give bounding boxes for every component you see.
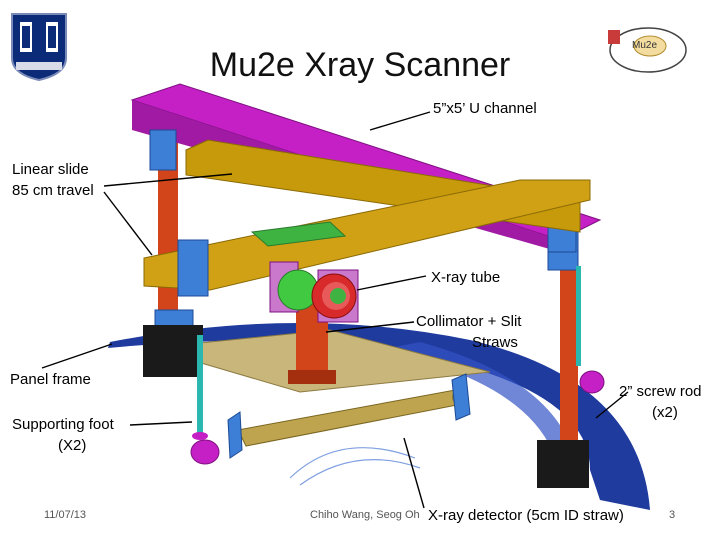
label-supporting-foot-count: (X2): [58, 437, 87, 454]
right-back-column: [560, 255, 578, 440]
label-screw-rod-count: (x2): [652, 404, 678, 421]
leader-lines: [41, 111, 629, 509]
label-screw-rod: 2” screw rod: [619, 383, 702, 400]
label-xray-detector: X-ray detector (5cm ID straw): [428, 507, 624, 524]
label-collimator: Collimator + Slit: [416, 313, 522, 330]
footer-date: 11/07/13: [44, 509, 87, 521]
label-panel-frame: Panel frame: [10, 371, 91, 388]
label-straws: Straws: [472, 334, 518, 351]
support-rod-left: [197, 335, 203, 435]
label-u-channel: 5”x5’ U channel: [433, 100, 537, 117]
university-shield-logo: [11, 13, 67, 82]
footer-authors: Chiho Wang, Seog Oh: [310, 509, 420, 521]
mu2e-logo-text: Mu2e: [632, 40, 658, 51]
label-linear-slide: Linear slide: [12, 161, 89, 178]
slide-title: Mu2e Xray Scanner: [209, 46, 511, 84]
label-linear-slide-travel: 85 cm travel: [12, 182, 94, 199]
screw-rod-right: [576, 266, 581, 366]
xray-tube-assembly: [269, 261, 359, 323]
label-supporting-foot: Supporting foot: [12, 416, 114, 433]
footer-page-number: 3: [669, 509, 676, 521]
xray-detector-straw: [227, 373, 471, 459]
label-xray-tube: X-ray tube: [431, 269, 501, 286]
mu2e-logo: [608, 27, 687, 73]
